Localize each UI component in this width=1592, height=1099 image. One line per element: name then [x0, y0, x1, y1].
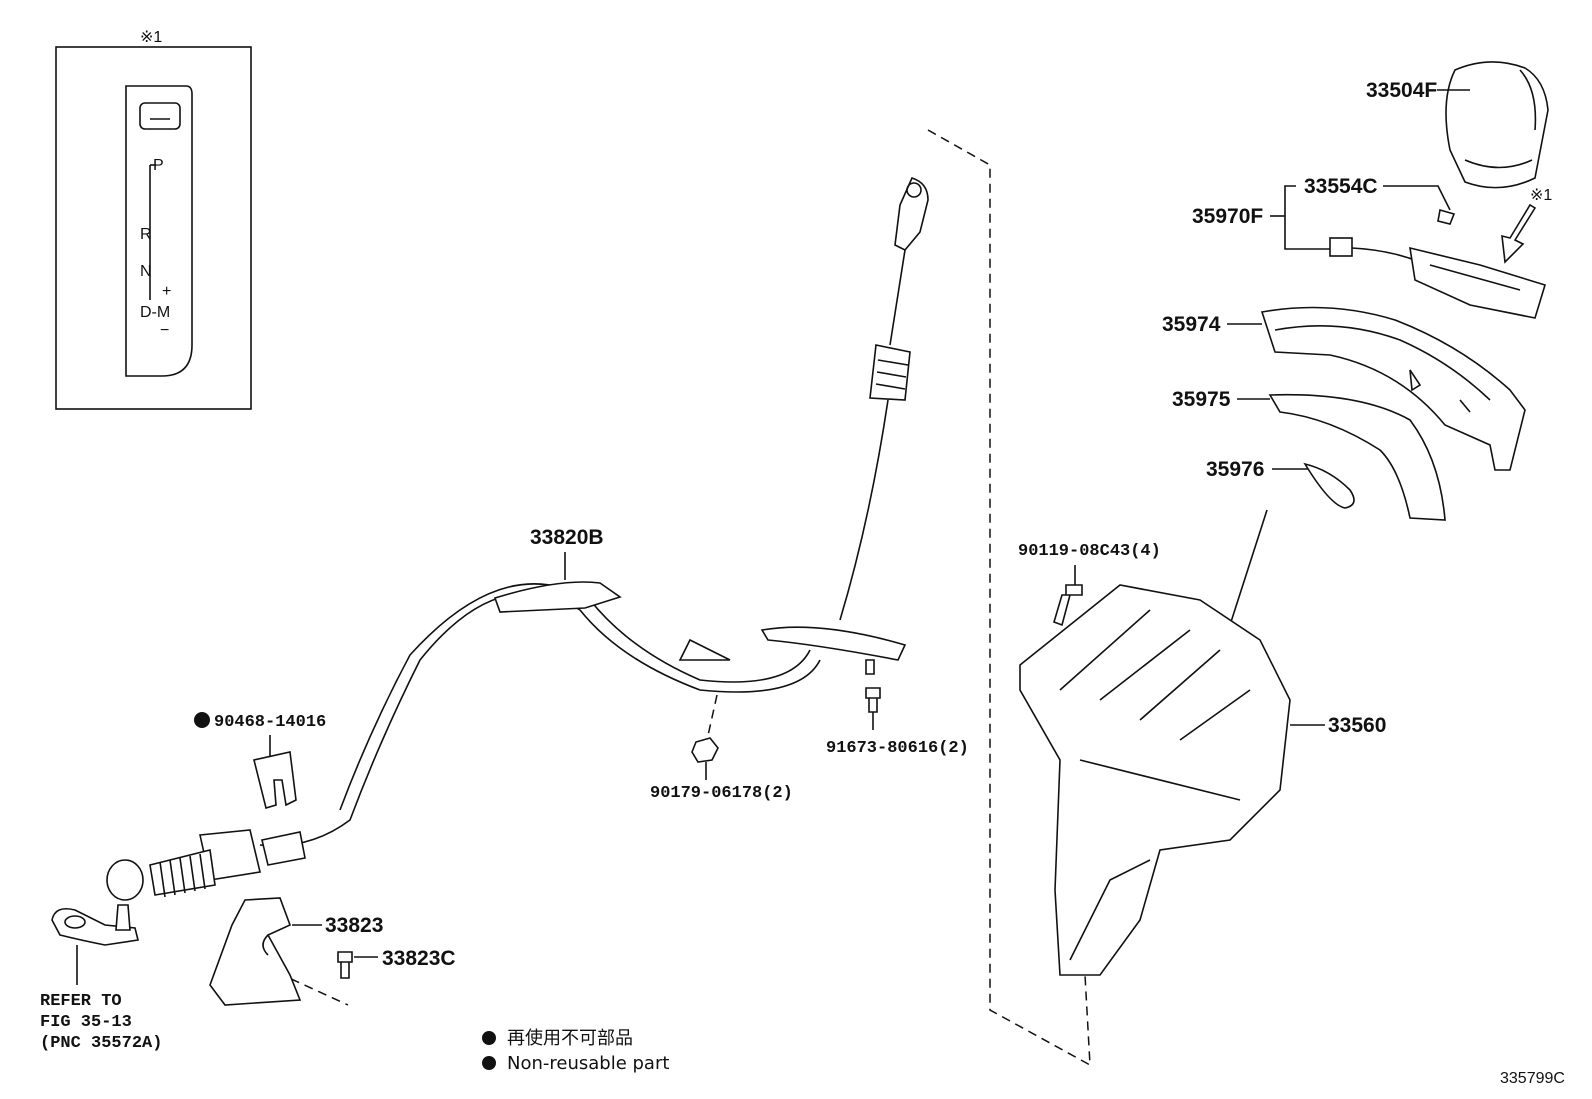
gate-plus: + — [162, 283, 171, 300]
label-33823C: 33823C — [382, 947, 456, 970]
label-33560: 33560 — [1328, 714, 1386, 737]
gate-d: D-M — [140, 304, 170, 321]
bracket-33823: 33823 33823C — [209, 897, 456, 1006]
plate-35976: 35976 — [1206, 458, 1355, 509]
refer-line2: FIG 35-13 — [40, 1013, 132, 1032]
refer-line1: REFER TO — [40, 992, 122, 1011]
direction-arrow-icon — [1501, 203, 1537, 264]
gate-r: R — [140, 226, 152, 243]
shift-knob-33504F: 33504F — [1366, 61, 1549, 189]
label-35976: 35976 — [1206, 458, 1264, 481]
plate-35975: 35975 — [1172, 388, 1446, 521]
label-90468: 90468-14016 — [214, 713, 326, 732]
bolt-90119: 90119-08C43(4) — [1018, 542, 1161, 627]
label-35974: 35974 — [1162, 313, 1221, 336]
indicator-35970F: 33554C 35970F ※1 — [1192, 175, 1552, 319]
gate-n: N — [140, 263, 152, 280]
shift-gate-inset: ※1 P R N D-M + − — [55, 29, 252, 410]
cover-35974: 35974 — [1162, 306, 1526, 471]
label-33823: 33823 — [325, 914, 383, 937]
shift-lever-assy-33560: 33560 — [1019, 509, 1386, 976]
figure-id: 335799C — [1500, 1070, 1565, 1087]
gate-minus: − — [160, 322, 169, 339]
label-35975: 35975 — [1172, 388, 1231, 411]
shift-cable-33820B: 33820B — [106, 129, 1091, 1067]
clip-90468: 90468-14016 — [194, 712, 326, 810]
inset-frame — [55, 46, 252, 410]
legend-en: Non-reusable part — [507, 1053, 669, 1074]
refer-part: REFER TO FIG 35-13 (PNC 35572A) — [40, 904, 162, 1053]
note-ref-1: ※1 — [1530, 187, 1552, 204]
bolt-91673: 91673-80616(2) — [826, 687, 969, 758]
legend-jp: 再使用不可部品 — [507, 1028, 633, 1049]
inset-note: ※1 — [140, 29, 162, 46]
refer-line3: (PNC 35572A) — [40, 1034, 162, 1053]
label-33554C: 33554C — [1304, 175, 1378, 198]
label-33820B: 33820B — [530, 526, 604, 549]
non-reusable-dot-icon — [194, 712, 210, 728]
legend: 再使用不可部品 Non-reusable part — [482, 1028, 669, 1074]
label-91673: 91673-80616(2) — [826, 739, 969, 758]
nut-90179: 90179-06178(2) — [650, 737, 793, 803]
label-33504F: 33504F — [1366, 79, 1437, 102]
label-35970F: 35970F — [1192, 205, 1263, 228]
label-90119: 90119-08C43(4) — [1018, 542, 1161, 561]
gate-p: P — [153, 157, 164, 174]
legend-dot-icon-1 — [482, 1031, 496, 1045]
lock-button-icon — [139, 102, 181, 130]
gate-plate — [125, 85, 193, 377]
legend-dot-icon-2 — [482, 1056, 496, 1070]
label-90179: 90179-06178(2) — [650, 784, 793, 803]
